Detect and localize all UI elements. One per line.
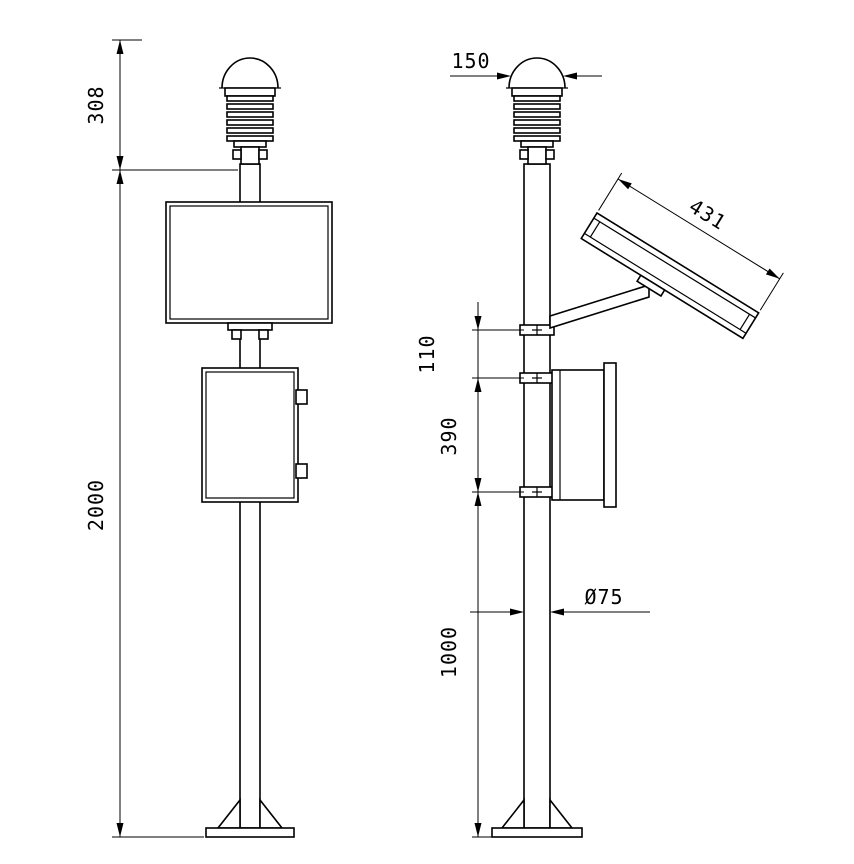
gusset-rib	[549, 797, 574, 829]
arrowhead	[474, 378, 482, 392]
hinge	[295, 389, 308, 405]
louver-slat	[226, 95, 274, 102]
base-flange-front	[205, 797, 295, 838]
panel-back-line	[584, 232, 747, 334]
wind-sensor-side	[506, 57, 568, 165]
sensor-collar	[511, 87, 563, 97]
louver-slat	[513, 119, 561, 126]
solar-panel: 431	[580, 172, 784, 340]
arrowhead	[550, 608, 564, 616]
mount-bolt	[231, 329, 242, 340]
neck-bolt	[258, 149, 268, 160]
dim-label-enclosure-section: 390	[437, 416, 461, 455]
louver-slat	[513, 103, 561, 110]
dimension-sensor-width: 150	[450, 49, 602, 80]
arrowhead	[474, 492, 482, 506]
control-box-door-edge	[603, 362, 617, 508]
control-box-door	[205, 371, 295, 499]
dimension-pole-diameter: Ø75	[470, 585, 650, 616]
sensor-flange	[233, 140, 267, 148]
neck-bolt	[232, 149, 242, 160]
sensor-neck	[527, 146, 547, 165]
louver-slat	[226, 103, 274, 110]
arrowhead	[474, 316, 482, 330]
arrowhead	[563, 72, 577, 80]
louver-slat	[226, 111, 274, 118]
solar-panel-body	[580, 211, 760, 340]
sensor-dome	[508, 57, 566, 89]
louver-slat	[226, 127, 274, 134]
panel-frame-end	[589, 221, 601, 238]
louver-slat	[513, 111, 561, 118]
extension-line	[759, 272, 784, 311]
arrowhead	[116, 156, 124, 170]
front-dimensions: 308 2000	[84, 39, 238, 838]
dim-label-sensor-height: 308	[84, 85, 108, 124]
panel-frame-end	[739, 313, 751, 330]
arrowhead	[116, 40, 124, 54]
control-box-side	[551, 362, 617, 508]
gusset-rib	[500, 797, 525, 829]
solar-panel-arm	[549, 283, 650, 330]
arrowhead	[474, 478, 482, 492]
arrowhead	[765, 268, 780, 279]
dim-label-upper-spacing: 110	[415, 334, 439, 373]
dim-label-solar-panel-length: 431	[685, 194, 731, 235]
arrowhead	[497, 72, 511, 80]
mount-bolt	[258, 329, 269, 340]
base-flange-side	[491, 797, 583, 838]
dim-label-lower-section: 1000	[437, 626, 461, 678]
display-panel	[165, 201, 333, 340]
display-mount-tab	[227, 322, 273, 331]
sensor-dome	[221, 57, 279, 89]
arrowhead	[474, 823, 482, 837]
arrowhead	[116, 170, 124, 184]
sensor-neck	[240, 146, 260, 165]
arrowhead	[510, 608, 524, 616]
side-view: 431 150	[415, 49, 784, 838]
arrowhead	[116, 823, 124, 837]
panel-mount-pad	[636, 274, 666, 298]
sensor-flange	[520, 140, 554, 148]
display-panel-screen	[169, 205, 329, 320]
dim-label-total-height: 2000	[84, 479, 108, 531]
dimension-line	[617, 178, 780, 280]
neck-bolt	[545, 149, 555, 160]
louver-slat	[513, 95, 561, 102]
louver-slat	[226, 119, 274, 126]
dim-label-pole-diameter: Ø75	[584, 585, 623, 609]
front-view: 308 2000	[84, 39, 333, 838]
arrowhead	[618, 178, 632, 190]
control-box-side-body	[551, 369, 605, 501]
wind-sensor-front	[219, 57, 281, 165]
hinge	[295, 463, 308, 479]
sensor-collar	[224, 87, 276, 97]
display-panel-frame	[165, 201, 333, 324]
gusset-rib	[216, 797, 241, 829]
gusset-rib	[259, 797, 284, 829]
extension-line	[598, 172, 623, 211]
base-plate	[205, 827, 295, 838]
dim-label-sensor-width: 150	[451, 49, 490, 73]
louver-slat	[513, 127, 561, 134]
base-plate	[491, 827, 583, 838]
control-box-body	[201, 367, 299, 503]
panel-face-line	[593, 217, 756, 319]
control-box-front	[201, 367, 308, 503]
side-chained-dimensions: 110 390 1000	[415, 302, 524, 838]
neck-bolt	[519, 149, 529, 160]
